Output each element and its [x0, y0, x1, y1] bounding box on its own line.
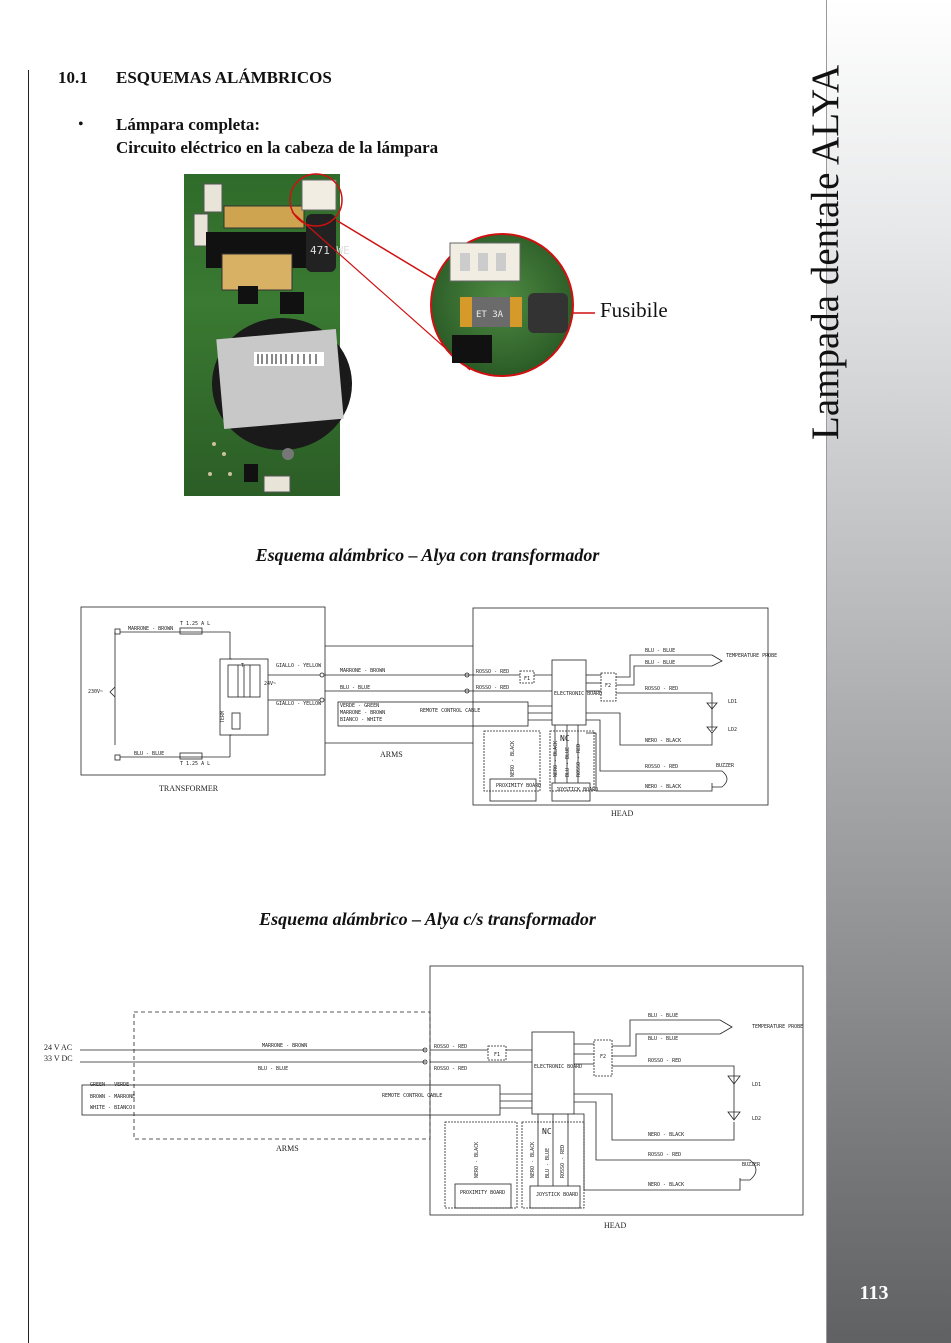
d1-rc-bianco: BIANCO - WHITE [340, 717, 382, 723]
d2-supply-1: 24 V AC [44, 1043, 72, 1052]
d1-thermal: TERM [220, 711, 226, 723]
d1-f1: F1 [524, 676, 530, 682]
d1-transformer-label: TRANSFORMER [159, 784, 219, 793]
d2-blu-v: BLU - BLUE [545, 1148, 551, 1178]
d2-rc-white: WHITE - BIANCO [90, 1105, 132, 1111]
d2-f2: F2 [600, 1054, 606, 1060]
d1-electronic-board [551, 659, 587, 726]
bullet-line-1: Lámpara completa: [116, 115, 261, 134]
callout-circle-small [289, 173, 343, 227]
d2-arms-label: ARMS [276, 1144, 299, 1153]
d1-giallo-1: GIALLO - YELLOW [276, 663, 322, 669]
d2-nero-1: NERO - BLACK [648, 1132, 684, 1138]
d1-ld1: LD1 [728, 699, 737, 705]
d1-arm-blu: BLU - BLUE [340, 685, 370, 691]
d2-remote-cable: REMOTE CONTROL CABLE [382, 1093, 442, 1099]
d2-rc-green: GREEN - VERDE [90, 1082, 129, 1088]
d2-nero-2: NERO - BLACK [648, 1182, 684, 1188]
d2-rosso-4: ROSSO - RED [648, 1152, 681, 1158]
d2-arms-box [133, 1011, 431, 1140]
d1-temp-probe: TEMPERATURE PROBE [726, 653, 777, 659]
d1-rosso-v: ROSSO - RED [576, 744, 582, 777]
section-title: ESQUEMAS ALÁMBRICOS [116, 68, 332, 87]
d1-secondary: 24V~ [264, 681, 276, 687]
d2-supply-2: 33 V DC [44, 1054, 73, 1063]
section-number: 10.1 [58, 68, 88, 87]
d2-joystick-board: JOYSTICK BOARD [536, 1192, 578, 1198]
d2-wire-marrone: MARRONE - BROWN [262, 1043, 307, 1049]
diagram1-caption: Esquema alámbrico – Alya con transformad… [255, 545, 600, 565]
pcb-photo: 471 WE [184, 174, 352, 496]
d2-blu-1: BLU - BLUE [648, 1013, 678, 1019]
pcb-photo-drawing: 471 WE [193, 179, 352, 493]
d1-buzzer: BUZZER [716, 763, 735, 769]
margin-rule [28, 70, 29, 1343]
d1-f2: F2 [605, 683, 611, 689]
d2-rc-brown: BROWN - MARRONE [90, 1094, 135, 1100]
d1-head-box [472, 607, 769, 806]
d1-blu-2: BLU - BLUE [645, 660, 675, 666]
d1-transformer-t: T [241, 663, 244, 669]
d1-joystick-board: JOYSTICK BOARD [556, 787, 598, 793]
d1-wire-marrone: MARRONE - BROWN [128, 626, 173, 632]
d2-temp-probe: TEMPERATURE PROBE [752, 1024, 803, 1030]
d1-blu-1: BLU - BLUE [645, 648, 675, 654]
d1-nero-2: NERO - BLACK [645, 784, 681, 790]
d1-ld2: LD2 [728, 727, 737, 733]
d2-head-box [429, 965, 804, 1216]
fusibile-label: Fusibile [600, 298, 668, 322]
d1-rosso-1: ROSSO - RED [476, 669, 509, 675]
d1-arm-marrone: MARRONE - BROWN [340, 668, 385, 674]
d2-electronic-board [531, 1031, 575, 1115]
d2-rosso-3: ROSSO - RED [648, 1058, 681, 1064]
d2-ld2: LD2 [752, 1116, 761, 1122]
d1-nero-v: NERO - BLACK [510, 741, 516, 777]
d2-proximity-board: PROXIMITY BOARD [460, 1190, 505, 1196]
d1-nero-1: NERO - BLACK [645, 738, 681, 744]
diagram2-caption: Esquema alámbrico – Alya c/s transformad… [259, 909, 596, 929]
fuse-zoom: ET 3A [430, 233, 574, 377]
d1-head-label: HEAD [611, 809, 633, 818]
d1-electronic-board-label: ELECTRONIC BOARD [554, 691, 602, 697]
d2-rosso-2: ROSSO - RED [434, 1066, 467, 1072]
d1-rosso-4: ROSSO - RED [645, 764, 678, 770]
d2-ld1: LD1 [752, 1082, 761, 1088]
d1-proximity-board: PROXIMITY BOARD [496, 783, 541, 789]
page-number: 113 [859, 1282, 889, 1304]
d1-rosso-3: ROSSO - RED [645, 686, 678, 692]
bullet-line-2: Circuito eléctrico en la cabeza de la lá… [116, 138, 439, 157]
d1-nc: NC [560, 734, 570, 743]
d2-electronic-board-label: ELECTRONIC BOARD [534, 1064, 582, 1070]
d1-fuse-top: T 1.25 A L [180, 621, 210, 627]
d1-rc-marrone: MARRONE - BROWN [340, 710, 385, 716]
d2-nc: NC [542, 1127, 552, 1136]
d2-rosso-1: ROSSO - RED [434, 1044, 467, 1050]
d2-buzzer: BUZZER [742, 1162, 761, 1168]
bullet-symbol: • [78, 116, 84, 133]
d1-blu-v: BLU - BLUE [565, 747, 571, 777]
wiring-diagram-2: 24 V AC 33 V DC MARRONE - BROWN BLU - BL… [44, 965, 804, 1230]
d2-head-label: HEAD [604, 1221, 626, 1230]
d1-wire-blu: BLU - BLUE [134, 751, 164, 757]
wiring-diagram-1: MARRONE - BROWN T 1.25 A L BLU - BLUE T … [80, 606, 777, 818]
d2-nero-v2: NERO - BLACK [530, 1142, 536, 1178]
d2-blu-2: BLU - BLUE [648, 1036, 678, 1042]
d1-mains-voltage: 230V~ [88, 689, 103, 695]
d2-f1: F1 [494, 1052, 500, 1058]
d1-nero-v2: NERO - BLACK [553, 741, 559, 777]
section-heading: 10.1 ESQUEMAS ALÁMBRICOS [58, 68, 332, 88]
d1-rc-verde: VERDE - GREEN [340, 703, 379, 709]
d1-rosso-2: ROSSO - RED [476, 685, 509, 691]
d2-rosso-v: ROSSO - RED [560, 1145, 566, 1178]
d1-arms-label: ARMS [380, 750, 403, 759]
fuse-marking: ET 3A [476, 310, 504, 320]
d2-nero-v: NERO - BLACK [474, 1142, 480, 1178]
d1-giallo-2: GIALLO - YELLOW [276, 701, 322, 707]
d1-remote-cable: REMOTE CONTROL CABLE [420, 708, 480, 714]
d2-wire-blu: BLU - BLUE [258, 1066, 288, 1072]
fuse-zoom-drawing: ET 3A [449, 242, 568, 363]
d1-fuse-bottom: T 1.25 A L [180, 761, 210, 767]
side-band [826, 0, 951, 1343]
